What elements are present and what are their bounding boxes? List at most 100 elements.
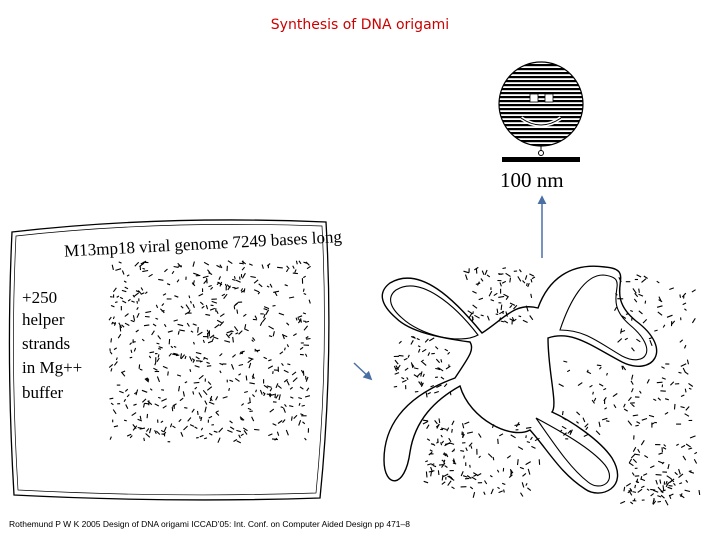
staple-strand bbox=[530, 278, 533, 283]
staple-strand bbox=[436, 384, 442, 388]
staple-strand bbox=[266, 263, 271, 267]
staple-strand bbox=[184, 407, 188, 409]
staple-strand bbox=[477, 281, 480, 286]
staple-strand bbox=[663, 444, 667, 447]
staple-strand bbox=[114, 301, 118, 304]
staple-strand bbox=[666, 475, 672, 480]
staple-strand bbox=[224, 340, 231, 343]
staple-strand bbox=[194, 386, 198, 390]
staple-strand bbox=[430, 384, 435, 388]
staple-strand bbox=[156, 376, 161, 383]
staple-strand bbox=[631, 403, 635, 408]
staple-strand bbox=[188, 309, 191, 313]
staple-strand bbox=[132, 424, 137, 430]
staple-strand bbox=[138, 364, 141, 369]
staple-strand bbox=[640, 476, 643, 480]
smiley-stripe bbox=[499, 140, 583, 143]
staple-strand bbox=[430, 471, 433, 477]
staple-strand bbox=[198, 392, 203, 398]
staple-strand bbox=[484, 480, 488, 485]
staple-strand bbox=[682, 367, 686, 373]
staple-strand bbox=[180, 431, 184, 437]
staple-strand bbox=[180, 353, 183, 359]
arrow-to-folding bbox=[353, 362, 373, 381]
staple-strand bbox=[478, 455, 481, 459]
staple-strand bbox=[268, 335, 273, 338]
staple-strand bbox=[149, 388, 153, 391]
staple-strand bbox=[428, 470, 435, 473]
staple-strand bbox=[670, 381, 675, 386]
staple-strand bbox=[282, 419, 286, 424]
smiley-stripe bbox=[499, 120, 583, 123]
staple-strand bbox=[567, 429, 572, 434]
staple-strand bbox=[417, 345, 421, 348]
staple-strand bbox=[674, 471, 678, 476]
staple-strand bbox=[206, 329, 210, 335]
staple-strand bbox=[410, 340, 414, 345]
staple-strand bbox=[643, 275, 648, 279]
staple-strand bbox=[466, 474, 472, 479]
staple-strand bbox=[443, 452, 447, 456]
staple-strand bbox=[505, 272, 511, 277]
staple-strand bbox=[207, 340, 213, 344]
smiley-stripe bbox=[499, 68, 583, 71]
staple-strand bbox=[451, 449, 455, 453]
staple-strand bbox=[624, 337, 628, 341]
staple-strand bbox=[407, 354, 410, 358]
staple-strand bbox=[192, 341, 195, 345]
staple-strand bbox=[515, 422, 520, 428]
staple-strand bbox=[154, 403, 160, 407]
staple-strand bbox=[275, 394, 279, 399]
staple-strand bbox=[279, 351, 284, 355]
staple-strand bbox=[688, 387, 692, 390]
staple-strand bbox=[684, 371, 689, 375]
staple-strand bbox=[527, 282, 530, 288]
staple-strand bbox=[125, 404, 129, 409]
staple-strand bbox=[510, 434, 516, 439]
staple-strand bbox=[464, 274, 468, 281]
staple-strand bbox=[253, 279, 259, 284]
staple-strand bbox=[440, 442, 443, 446]
staple-strand bbox=[643, 473, 648, 476]
staple-strand bbox=[423, 419, 429, 422]
staple-strand bbox=[498, 317, 502, 322]
smiley-stripe bbox=[499, 132, 583, 135]
staple-strand bbox=[493, 292, 498, 297]
staple-strand bbox=[200, 427, 204, 431]
staple-strand bbox=[173, 352, 178, 355]
staple-strand bbox=[161, 389, 165, 391]
staple-strand bbox=[434, 390, 439, 394]
staple-strand bbox=[172, 425, 176, 429]
staple-strand bbox=[158, 348, 162, 350]
staple-strand bbox=[233, 326, 239, 332]
staple-strand bbox=[236, 440, 242, 444]
staple-strand bbox=[486, 274, 491, 278]
staple-strand bbox=[693, 458, 698, 464]
staple-strand bbox=[516, 459, 519, 466]
left-panel: M13mp18 viral genome 7249 bases long +25… bbox=[8, 219, 343, 501]
staple-strand bbox=[496, 308, 499, 314]
staple-strand bbox=[509, 302, 516, 306]
staple-strand bbox=[265, 309, 270, 315]
staple-strand bbox=[283, 378, 288, 383]
staple-strand bbox=[527, 487, 532, 492]
staple-strand bbox=[506, 455, 512, 459]
staple-strand bbox=[427, 352, 431, 356]
staple-strand bbox=[163, 323, 167, 328]
staple-strand bbox=[652, 499, 655, 505]
staple-strand bbox=[503, 489, 505, 493]
staple-strand bbox=[294, 269, 297, 273]
staple-strand bbox=[266, 393, 272, 396]
staple-strand bbox=[162, 365, 168, 369]
staple-strand bbox=[133, 347, 137, 352]
staple-strand bbox=[577, 382, 583, 387]
staple-strand bbox=[233, 276, 236, 280]
staple-strand bbox=[621, 365, 624, 370]
staple-strand bbox=[636, 274, 642, 278]
staple-strand bbox=[299, 386, 304, 390]
staple-strand bbox=[112, 409, 117, 415]
staple-strand bbox=[395, 365, 399, 370]
smiley-stripe bbox=[499, 128, 583, 131]
staple-strand bbox=[123, 280, 127, 283]
